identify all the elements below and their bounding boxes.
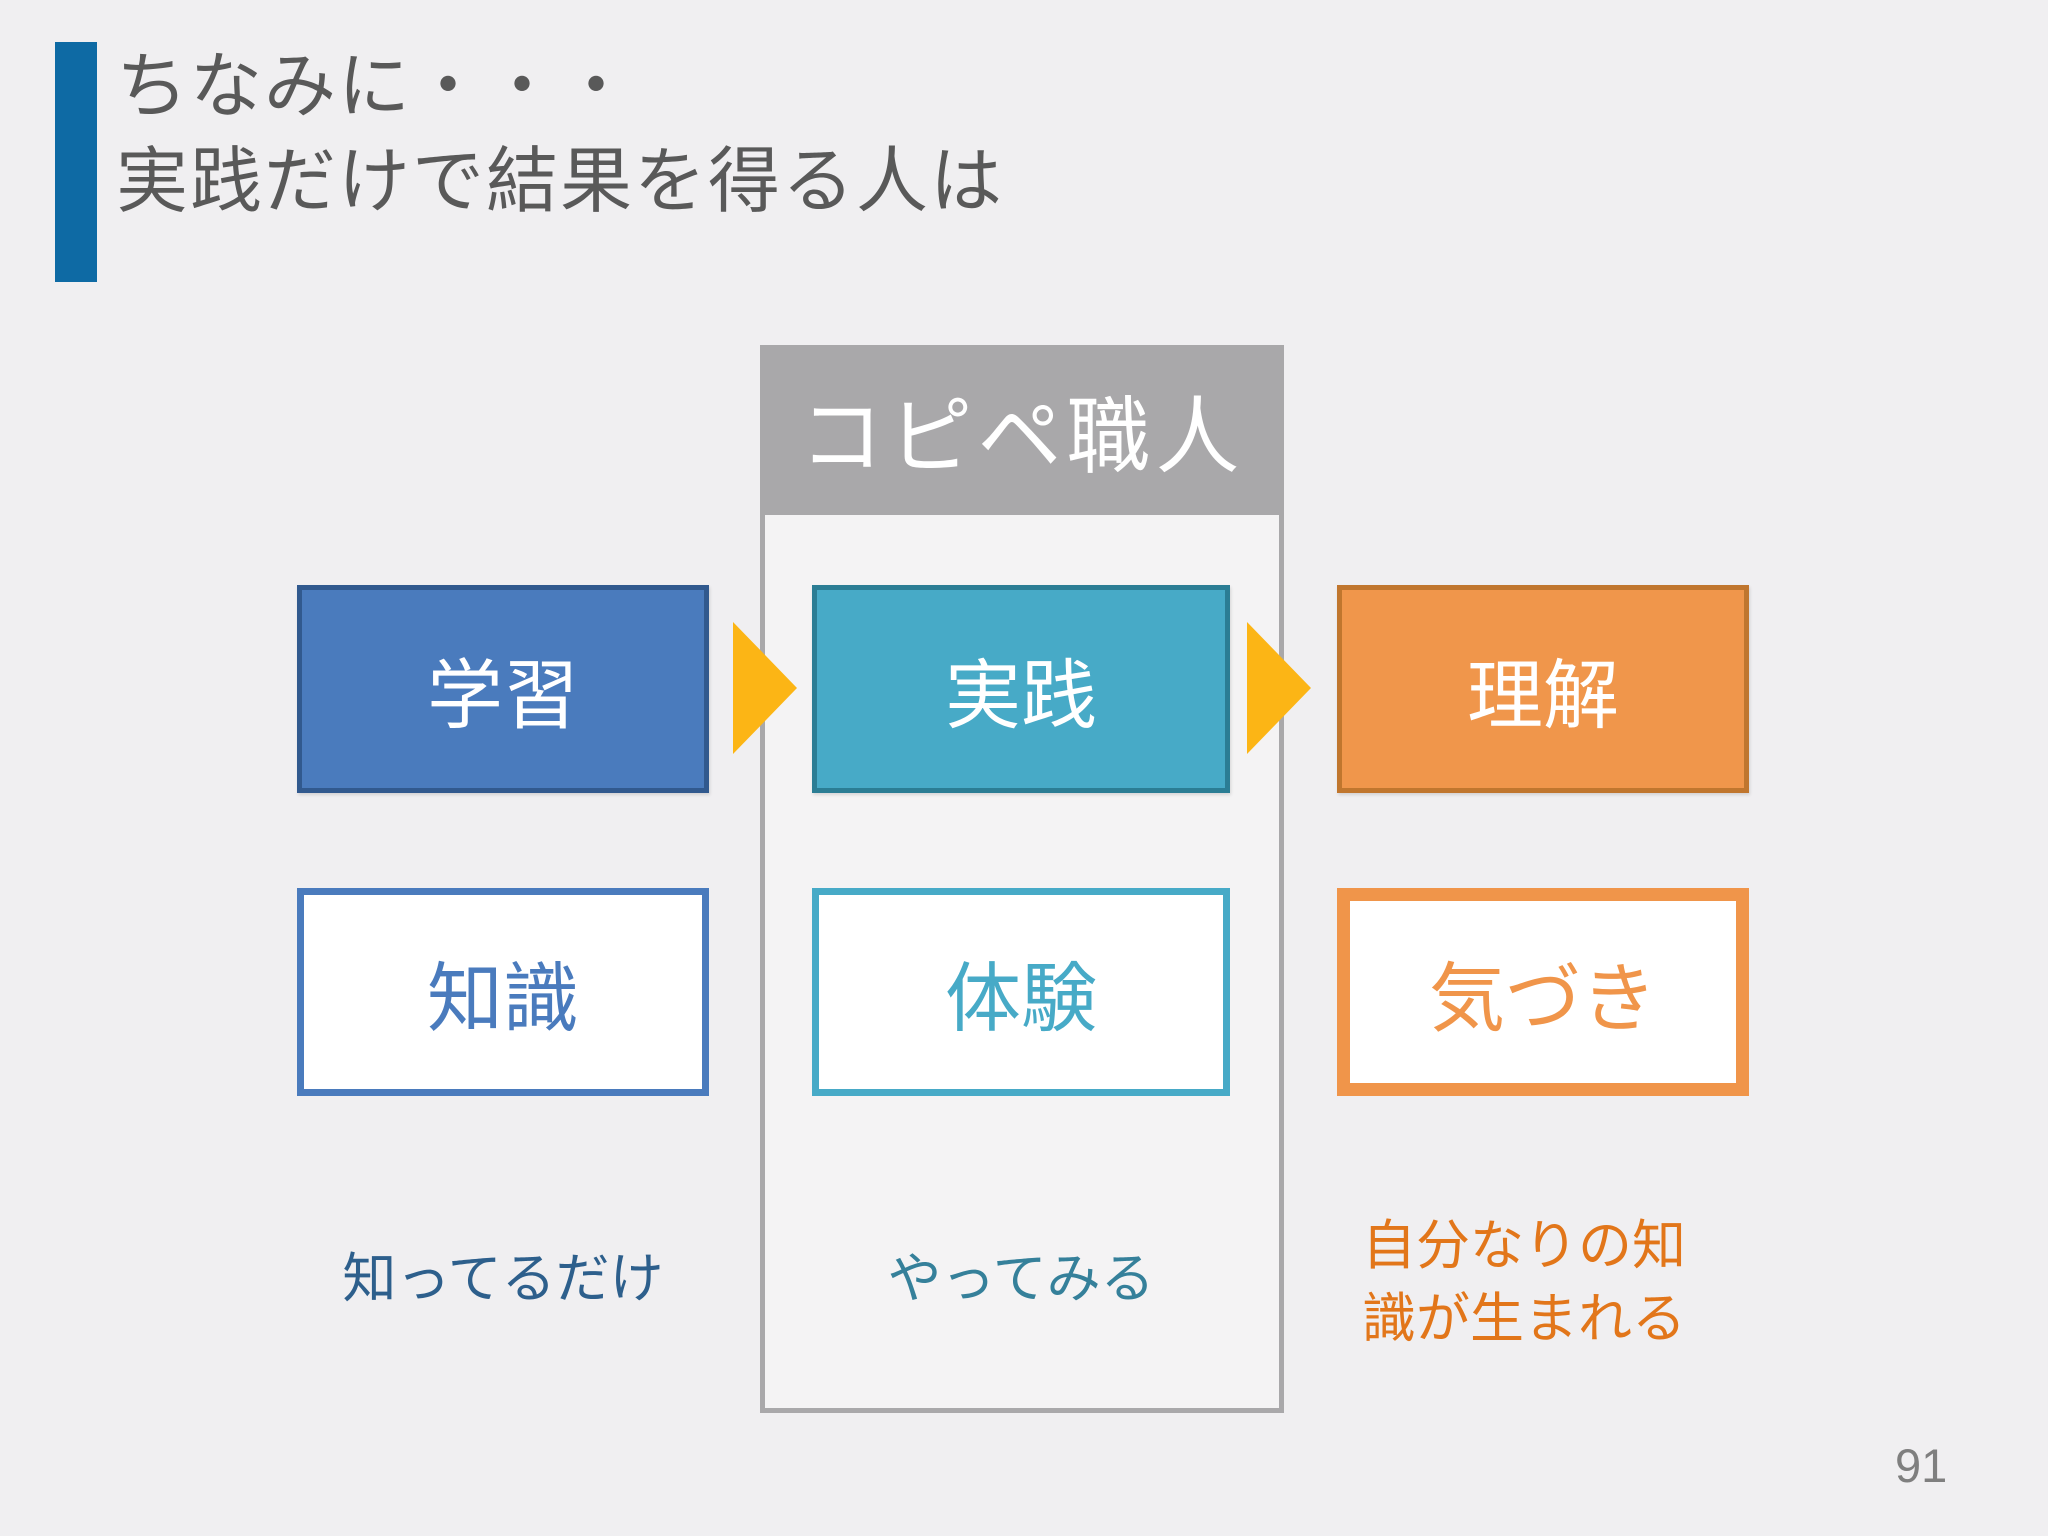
result-box-knowledge: 知識: [297, 888, 709, 1096]
step-box-practice: 実践: [812, 585, 1230, 793]
step-box-learn: 学習: [297, 585, 709, 793]
caption-learn: 知ってるだけ: [342, 1249, 664, 1309]
page-title-line1: ちなみに・・・: [116, 47, 635, 127]
copype-group-header: コピペ職人: [760, 345, 1284, 515]
page-title: ちなみに・・・ 実践だけで結果を得る人は: [116, 40, 1004, 230]
right-arrow-icon: [733, 622, 797, 754]
result-box-awareness: 気づき: [1337, 888, 1749, 1096]
right-arrow-icon: [1247, 622, 1311, 754]
caption-understand: 自分なりの知識が生まれる: [1362, 1216, 1686, 1349]
page-number: 91: [1895, 1439, 1948, 1492]
title-accent-bar: [55, 42, 97, 282]
step-box-understand: 理解: [1337, 585, 1749, 793]
copype-group-frame: [760, 345, 1284, 1413]
result-box-experience: 体験: [812, 888, 1230, 1096]
caption-practice: やってみる: [887, 1249, 1155, 1309]
page-title-line2: 実践だけで結果を得る人は: [116, 142, 1005, 223]
